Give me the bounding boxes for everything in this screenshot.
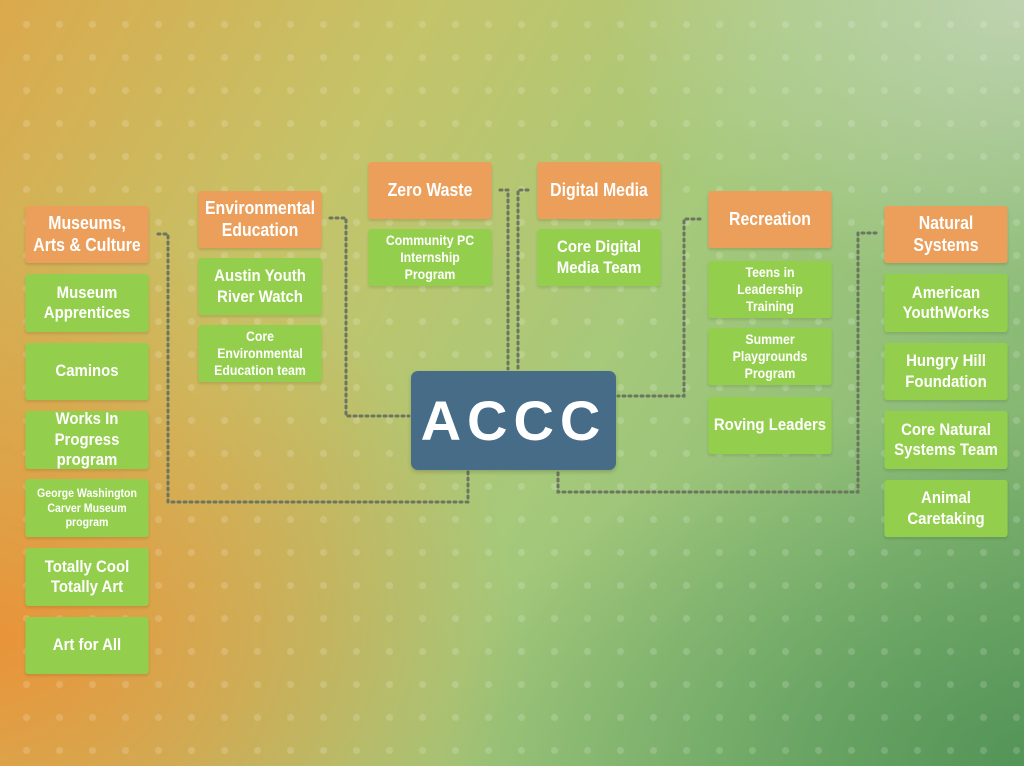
header-recreation: Recreation (708, 191, 832, 248)
item-core-digital-media-team: Core Digital Media Team (537, 229, 661, 286)
item-summer-playgrounds-program: Summer Playgrounds Program (708, 328, 832, 385)
connector-museums (156, 232, 470, 504)
item-hungry-hill-foundation: Hungry Hill Foundation (884, 343, 1008, 400)
item-caminos: Caminos (25, 343, 149, 400)
item-community-pc-internship: Community PC Internship Program (368, 229, 492, 286)
header-zero-waste: Zero Waste (368, 162, 492, 219)
header-museums-arts-culture: Museums, Arts & Culture (25, 206, 149, 263)
item-american-youthworks: American YouthWorks (884, 274, 1008, 332)
item-teens-in-leadership-training: Teens in Leadership Training (708, 261, 832, 318)
connector-recreation (616, 217, 702, 398)
header-natural-systems: Natural Systems (884, 206, 1008, 263)
connector-natural-systems (556, 231, 878, 494)
item-roving-leaders: Roving Leaders (708, 397, 832, 454)
item-art-for-all: Art for All (25, 617, 149, 674)
item-animal-caretaking: Animal Caretaking (884, 480, 1008, 537)
item-gw-carver-museum: George Washington Carver Museum program (25, 479, 149, 537)
connector-environmental (328, 216, 411, 418)
item-totally-cool-totally-art: Totally Cool Totally Art (25, 548, 149, 606)
header-digital-media: Digital Media (537, 162, 661, 219)
item-works-in-progress: Works In Progress program (25, 409, 149, 469)
header-environmental-education: Environmental Education (198, 191, 322, 248)
connector-zero-waste (498, 188, 510, 371)
connector-digital-media (516, 188, 530, 371)
item-core-natural-systems-team: Core Natural Systems Team (884, 411, 1008, 469)
item-austin-youth-river-watch: Austin Youth River Watch (198, 258, 322, 315)
item-core-environmental-education: Core Environmental Education team (198, 325, 322, 382)
item-museum-apprentices: Museum Apprentices (25, 274, 149, 332)
center-node-accc: ACCC (411, 371, 616, 470)
